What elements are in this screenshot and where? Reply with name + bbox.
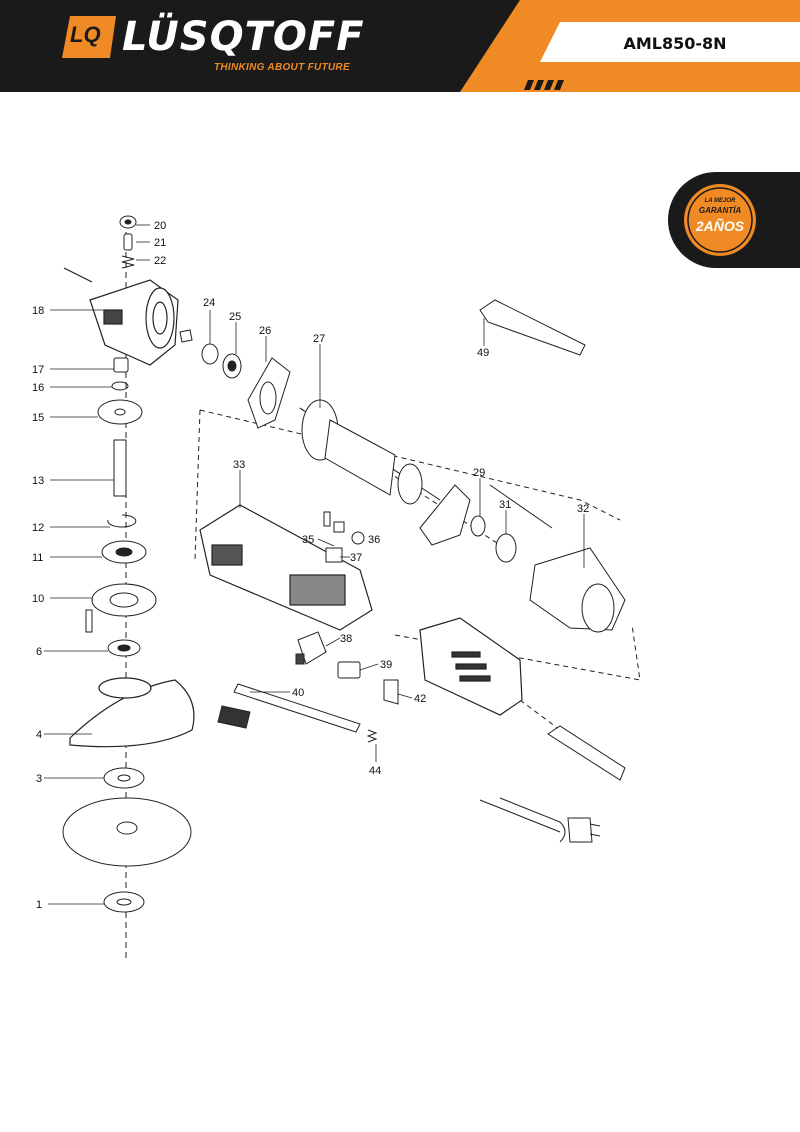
part-33-motor-housing [199, 504, 373, 631]
power-cord-plug [479, 797, 601, 843]
part-10-bearing-cover [85, 583, 157, 633]
part-36-spring [351, 531, 365, 545]
part-24-pinion-gear [179, 329, 219, 365]
part-25-bearing [222, 353, 242, 379]
label-37: 37 [350, 552, 362, 564]
grinding-disc [62, 797, 192, 867]
cord-guard [547, 725, 626, 781]
label-17: 17 [32, 364, 44, 376]
part-18-gear-housing [63, 267, 179, 366]
part-16-ring [111, 381, 129, 391]
label-36: 36 [368, 534, 380, 546]
label-15: 15 [32, 412, 44, 424]
part-49-wrench [479, 299, 586, 356]
label-42: 42 [414, 693, 426, 705]
label-29: 29 [473, 467, 485, 479]
part-20-bearing [119, 215, 137, 229]
label-49: 49 [477, 347, 489, 359]
part-27-armature [299, 399, 441, 505]
part-12-circlip [107, 514, 137, 528]
label-35: 35 [302, 534, 314, 546]
model-number: AML850-8N [623, 34, 727, 53]
header-background [0, 0, 800, 92]
part-44-spring [366, 729, 378, 743]
leader-lines [44, 224, 585, 905]
label-26: 26 [259, 325, 271, 337]
warranty-line3: 2AÑOS [695, 218, 745, 234]
label-21: 21 [154, 237, 166, 249]
label-12: 12 [32, 522, 44, 534]
label-4: 4 [36, 729, 42, 741]
header-banner: LQ LÜSQTOFF THINKING ABOUT FUTURE AML850… [0, 0, 800, 92]
part-32-stator [529, 547, 626, 633]
label-25: 25 [229, 311, 241, 323]
part-40-switch-rod [217, 683, 361, 733]
part-17-bearing [113, 357, 129, 373]
part-38-switch [295, 631, 327, 665]
part-26-bearing-plate [247, 357, 291, 429]
part-39-capacitor [337, 661, 361, 679]
label-16: 16 [32, 382, 44, 394]
brand-tagline: THINKING ABOUT FUTURE [214, 62, 350, 73]
label-32: 32 [577, 503, 589, 515]
label-38: 38 [340, 633, 352, 645]
part-31-bearing [489, 484, 553, 563]
warranty-badge-background [668, 172, 800, 268]
label-6: 6 [36, 646, 42, 658]
part-42-clamp [383, 679, 399, 705]
part-11-bearing [101, 540, 147, 564]
part-22-spring [121, 255, 135, 269]
label-31: 31 [499, 499, 511, 511]
part-3-inner-flange [103, 767, 145, 789]
part-4-wheel-guard [69, 677, 195, 748]
logo-mark-icon [62, 16, 116, 58]
part-35-brush [323, 511, 345, 533]
part-15-bevel-gear [97, 399, 143, 425]
part-13-spindle [113, 439, 127, 497]
label-3: 3 [36, 773, 42, 785]
label-39: 39 [380, 659, 392, 671]
logo-mark: LQ [70, 22, 101, 47]
label-27: 27 [313, 333, 325, 345]
part-1-outer-flange [103, 891, 145, 913]
label-22: 22 [154, 255, 166, 267]
label-44: 44 [369, 765, 381, 777]
part-29-bearing-holder [419, 484, 486, 546]
label-13: 13 [32, 475, 44, 487]
warranty-line2: GARANTÍA [698, 206, 742, 215]
label-24: 24 [203, 297, 215, 309]
label-11: 11 [32, 552, 43, 564]
label-10: 10 [32, 593, 44, 605]
label-33: 33 [233, 459, 245, 471]
part-21-spindle-pin [123, 233, 133, 251]
warranty-line1: LA MEJOR [704, 198, 736, 204]
rear-housing [419, 617, 523, 716]
brand-name: LÜSQTOFF [122, 14, 365, 60]
label-20: 20 [154, 220, 166, 232]
part-6-seal [107, 639, 141, 657]
label-18: 18 [32, 305, 44, 317]
warranty-badge: LA MEJOR GARANTÍA 2AÑOS [668, 172, 800, 268]
label-1: 1 [36, 899, 42, 911]
part-37-brush-holder [325, 547, 343, 563]
label-40: 40 [292, 687, 304, 699]
